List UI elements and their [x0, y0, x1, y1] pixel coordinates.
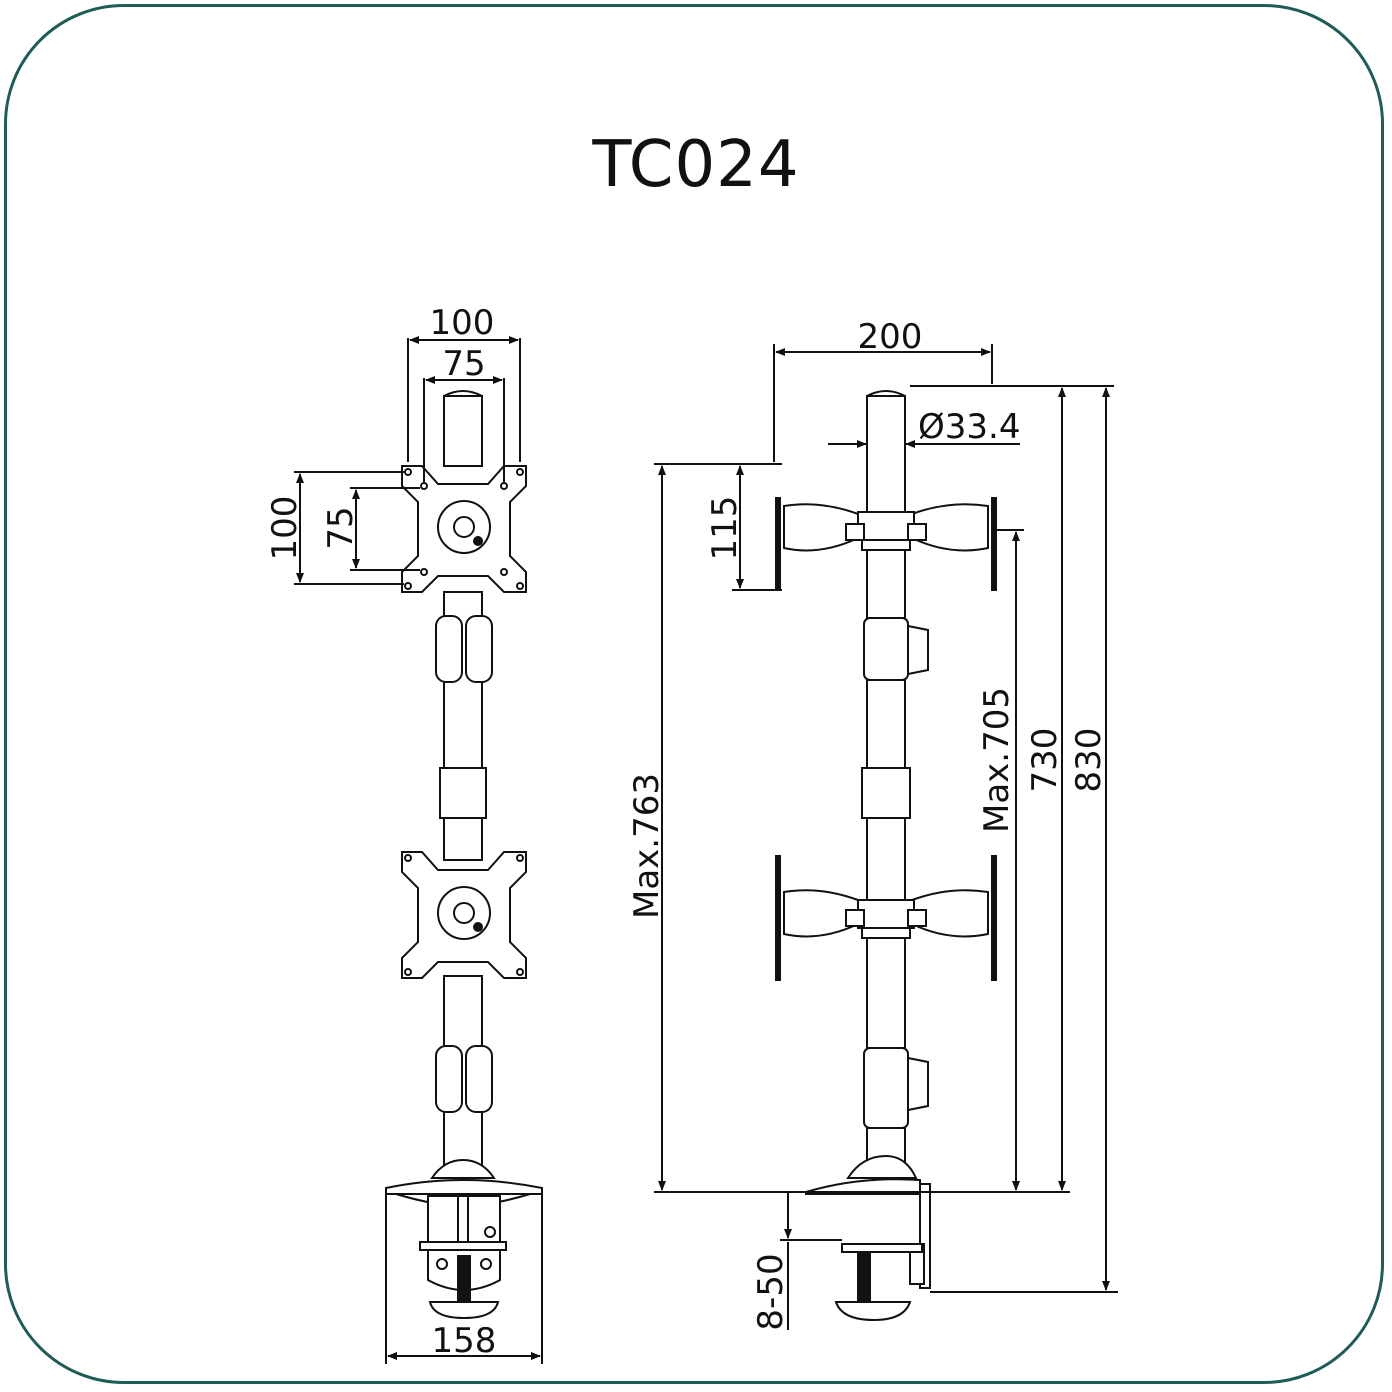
front-width-outer-label: 100 — [430, 303, 495, 343]
height-830-label: 830 — [1069, 728, 1109, 793]
page-title: TC024 — [592, 128, 800, 202]
side-dimensions — [654, 344, 1118, 1330]
max-lower-height-label: Max.705 — [977, 687, 1017, 833]
height-730-label: 730 — [1025, 728, 1065, 793]
rounded-frame — [4, 4, 1384, 1384]
front-height-inner-label: 75 — [321, 506, 361, 549]
front-dimensions — [294, 336, 543, 1364]
front-width-inner-label: 75 — [442, 344, 485, 384]
arm-span-label: 200 — [858, 317, 923, 357]
side-view — [775, 390, 997, 1322]
plate-height-label: 115 — [705, 496, 745, 561]
front-view — [385, 390, 543, 1320]
front-height-outer-label: 100 — [265, 496, 305, 561]
base-width-label: 158 — [432, 1321, 497, 1361]
max-top-height-label: Max.763 — [627, 773, 667, 919]
pole-diameter-label: Ø33.4 — [918, 407, 1020, 447]
clamp-range-label: 8-50 — [751, 1253, 791, 1330]
